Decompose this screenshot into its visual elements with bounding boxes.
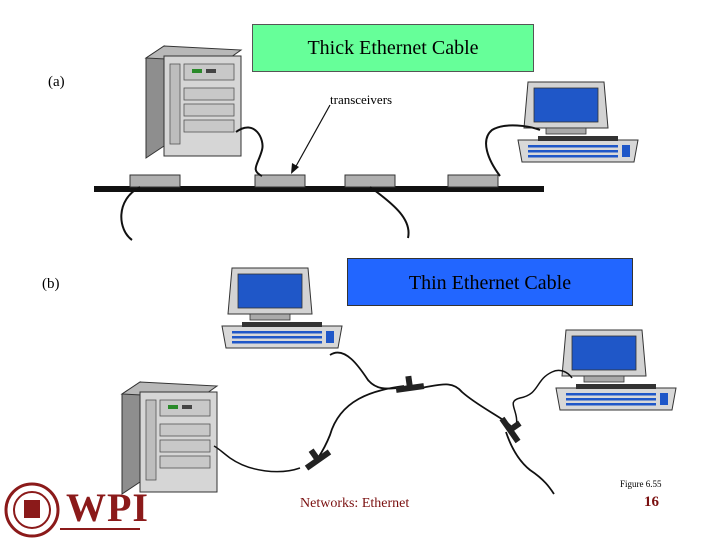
page-number: 16 (644, 494, 659, 510)
panel-label-a: (a) (48, 74, 65, 90)
server-tower-icon (145, 45, 242, 159)
transceiver-3 (344, 174, 396, 188)
desktop-computer-icon (555, 329, 677, 411)
server-tower-icon (121, 381, 218, 495)
figure-caption: Figure 6.55 (620, 479, 662, 489)
t-connector-icon (394, 374, 425, 393)
transceiver-2 (254, 174, 306, 188)
wpi-logo-text: WPI (66, 485, 149, 530)
desktop-computer-icon (517, 81, 639, 163)
footer-title: Networks: Ethernet (300, 496, 410, 511)
t-connector-icon (299, 442, 332, 471)
transceiver-4 (447, 174, 499, 188)
transceiver-1 (129, 174, 181, 188)
transceivers-label: transceivers (330, 92, 393, 107)
wpi-seal-icon (4, 482, 60, 538)
logo-underline (60, 528, 140, 530)
thick-bus-cable (94, 186, 544, 192)
thick-ethernet-title: Thick Ethernet Cable (252, 24, 534, 72)
thin-ethernet-title: Thin Ethernet Cable (347, 258, 633, 306)
desktop-computer-icon (221, 267, 343, 349)
t-connector-icon (499, 411, 528, 444)
panel-label-b: (b) (42, 276, 60, 292)
